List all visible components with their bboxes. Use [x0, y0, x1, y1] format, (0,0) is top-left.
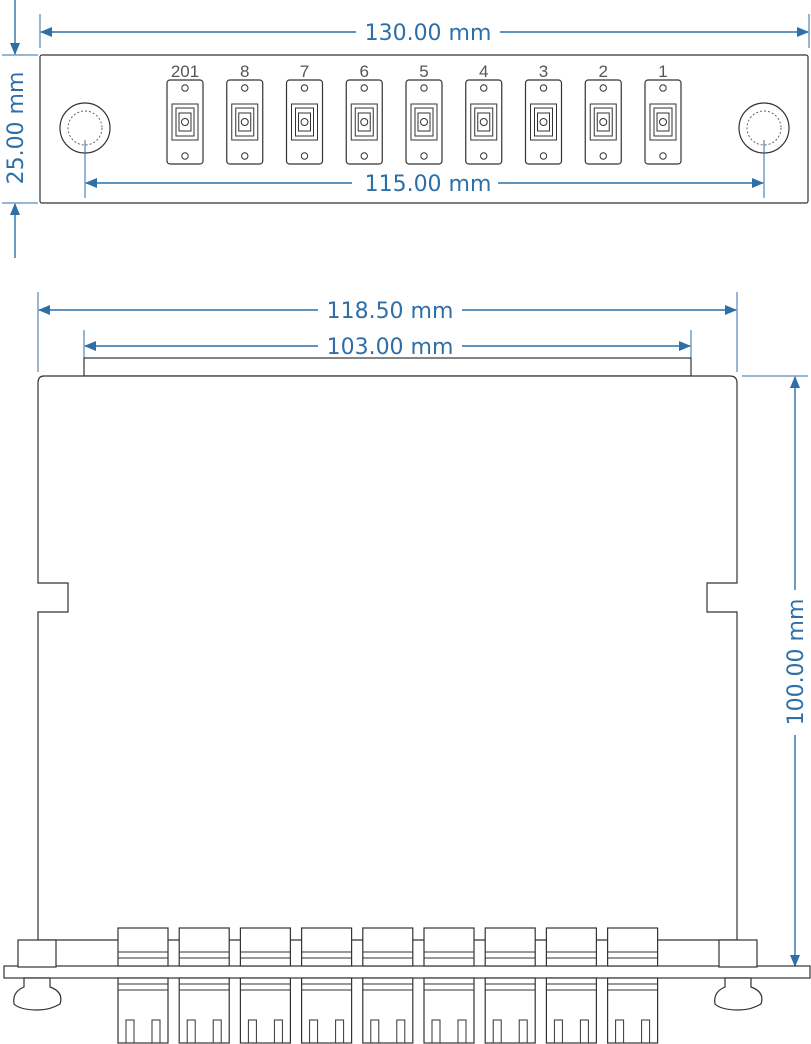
panel-width-label: 130.00 mm [365, 21, 492, 46]
front-plate-edge [3, 965, 811, 979]
hole-spacing-label: 115.00 mm [365, 172, 492, 197]
thumbscrew-left [13, 939, 62, 1011]
port-label: 3 [539, 62, 548, 81]
port-label: 2 [599, 62, 608, 81]
panel-height-label: 25.00 mm [4, 72, 29, 185]
sc-adapter-icon [285, 79, 324, 165]
sc-adapter-icon [423, 927, 475, 1044]
sc-adapter-icon [301, 927, 353, 1044]
side-adapter-row [117, 927, 659, 1044]
body-depth-label: 100.00 mm [784, 599, 809, 726]
sc-adapter-icon [178, 927, 230, 1044]
sc-adapter-icon [606, 927, 659, 1044]
port-label: 8 [240, 62, 249, 81]
sc-adapter-icon [584, 79, 622, 165]
cassette-body [37, 375, 738, 941]
sc-adapter-icon [166, 79, 204, 165]
sc-adapter-icon [239, 927, 291, 1044]
sc-adapter-icon [644, 79, 682, 165]
front-panel-view: 130.00 mm 25.00 mm 115.00 mm 201 8 7 6 5 4 3 2 1 [2, 0, 810, 258]
sc-adapter-icon [117, 927, 169, 1044]
sc-adapter-icon [545, 927, 598, 1044]
port-label: 7 [300, 62, 309, 81]
port-label: 6 [360, 62, 369, 81]
sc-adapter-icon [405, 79, 443, 165]
port-label: 1 [658, 62, 667, 81]
sc-adapter-icon [465, 79, 503, 165]
flange-width-label: 103.00 mm [327, 335, 454, 360]
front-adapter-row: 201 8 7 6 5 4 3 2 1 [166, 62, 682, 165]
top-view: 118.50 mm 103.00 mm 100.00 mm [3, 292, 811, 1044]
body-width-label: 118.50 mm [327, 299, 454, 324]
sc-adapter-icon [345, 79, 383, 165]
rear-flange [83, 357, 692, 377]
port-label: 5 [419, 62, 428, 81]
sc-adapter-icon [226, 79, 264, 165]
port-label: 4 [479, 62, 488, 81]
sc-adapter-icon [524, 79, 563, 165]
sc-adapter-icon [362, 927, 414, 1044]
port-label: 201 [171, 62, 199, 81]
thumbscrew-right [714, 939, 763, 1011]
sc-adapter-icon [484, 927, 536, 1044]
